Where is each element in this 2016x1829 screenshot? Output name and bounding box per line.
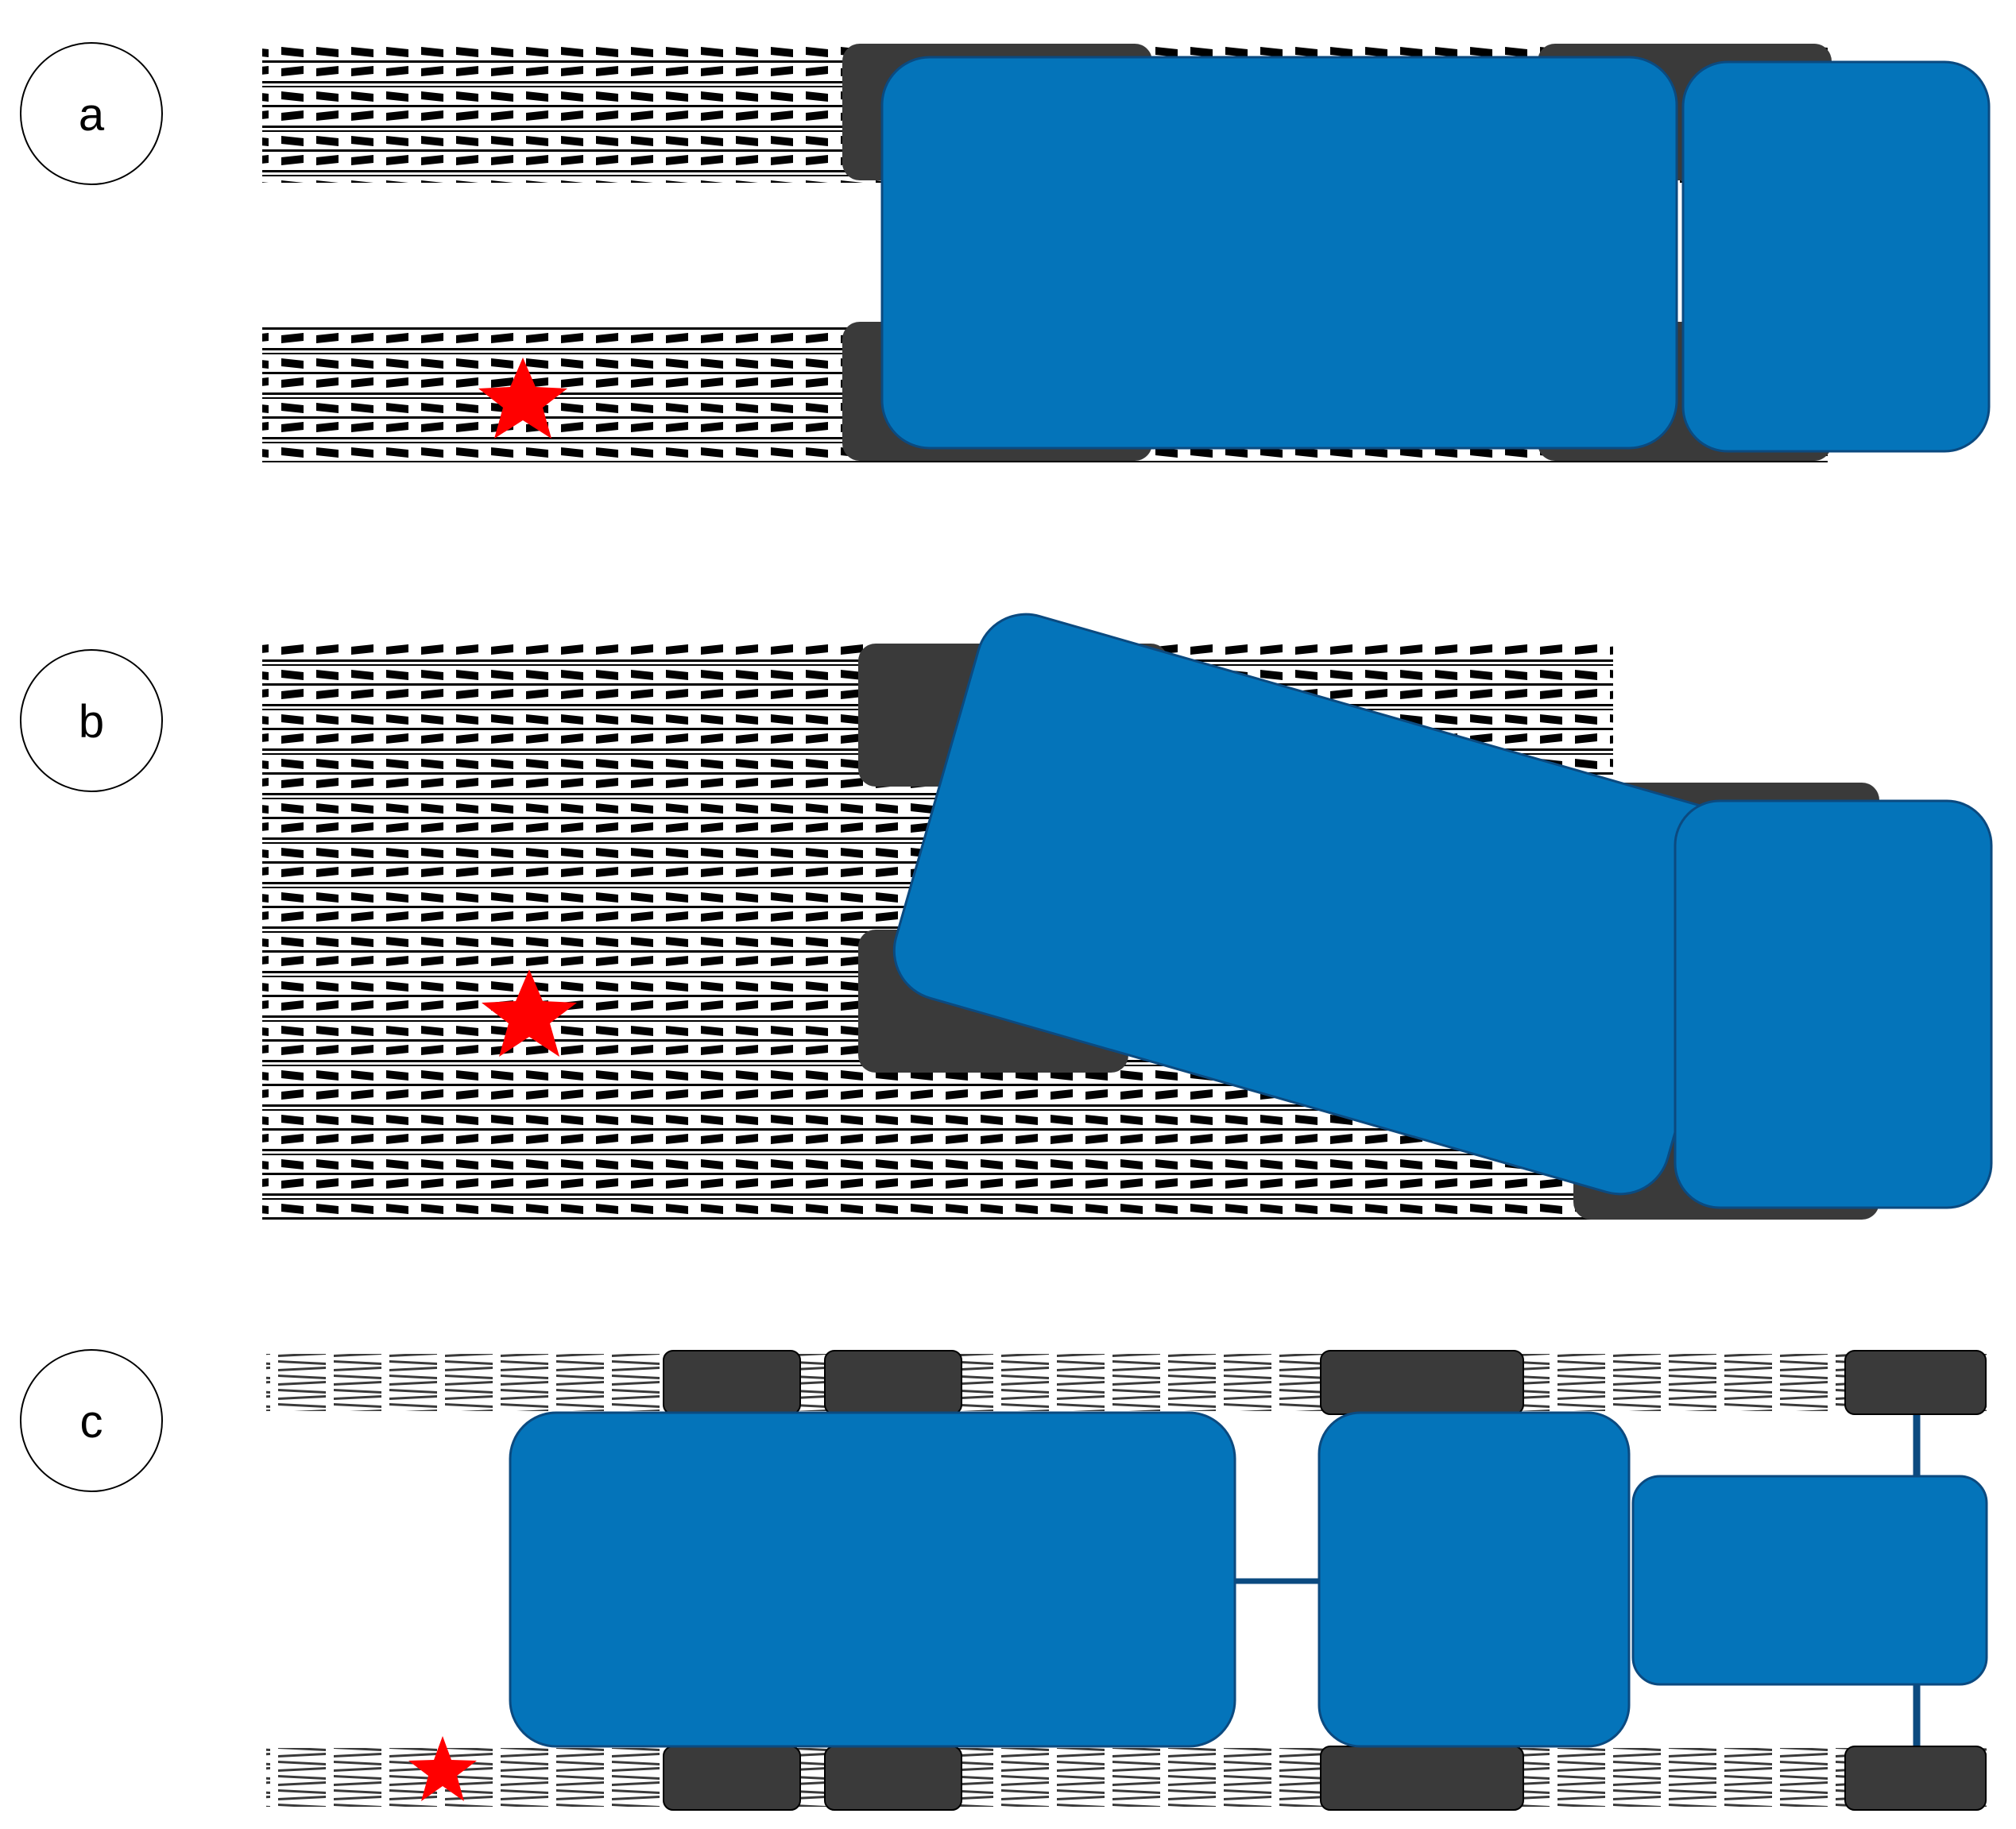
panel-b-label-circle bbox=[20, 649, 163, 792]
panel-a-front-body bbox=[1681, 60, 1991, 453]
panel-c-trailer-body bbox=[509, 1411, 1236, 1748]
panel-c-tire-trailer-1-right bbox=[663, 1746, 801, 1811]
panel-a-label: a bbox=[79, 89, 105, 141]
panel-c: c bbox=[20, 1349, 1988, 1811]
panel-c-red-star-icon bbox=[408, 1736, 477, 1801]
panel-c-tire-trailer-2-right bbox=[824, 1746, 962, 1811]
panel-c-label-badge: c bbox=[20, 1349, 163, 1492]
panel-c-tire-rear-right bbox=[1320, 1746, 1524, 1811]
panel-b-label: b bbox=[79, 696, 104, 748]
panel-a-label-circle bbox=[20, 42, 163, 185]
panel-c-track-upper bbox=[266, 1354, 1987, 1411]
panel-a: a bbox=[20, 42, 1991, 462]
panel-b-front-body bbox=[1674, 799, 1993, 1209]
panel-c-tire-trailer-2-left bbox=[824, 1350, 962, 1415]
panel-b-label-badge: b bbox=[20, 649, 163, 792]
panel-a-rear-body bbox=[880, 56, 1678, 450]
panel-a-red-star-icon bbox=[478, 358, 567, 439]
panel-b-red-star-icon bbox=[482, 969, 577, 1057]
panel-c-label-circle bbox=[20, 1349, 163, 1492]
panel-c-label: c bbox=[80, 1396, 103, 1448]
panel-c-track-lower bbox=[266, 1748, 1987, 1807]
panel-c-tire-front-right bbox=[1844, 1746, 1987, 1811]
panel-c-tire-rear-left bbox=[1320, 1350, 1524, 1415]
panel-a-label-badge: a bbox=[20, 42, 163, 185]
panel-c-hood-body bbox=[1631, 1475, 1988, 1686]
panel-c-tire-front-left bbox=[1844, 1350, 1987, 1415]
panel-c-cab-body bbox=[1318, 1411, 1631, 1748]
panel-c-tire-trailer-1-left bbox=[663, 1350, 801, 1415]
panel-b: b bbox=[20, 613, 1993, 1220]
